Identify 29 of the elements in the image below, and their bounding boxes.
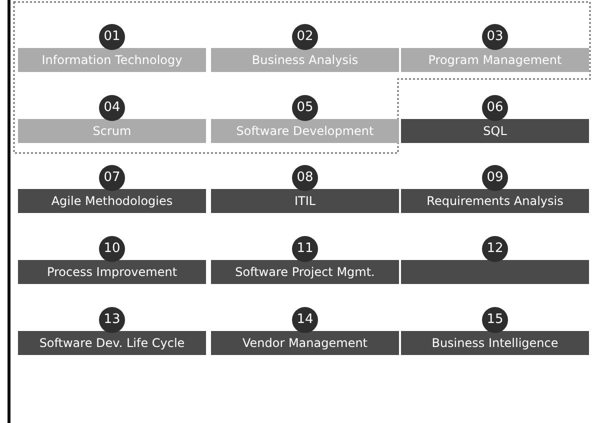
number-badge: 15 xyxy=(482,307,508,333)
number-badge: 02 xyxy=(292,24,318,50)
label-bar: Process Improvement xyxy=(18,260,206,284)
label-bar: Business Intelligence xyxy=(401,331,589,355)
label-bar: Software Project Mgmt. xyxy=(211,260,399,284)
number-badge: 06 xyxy=(482,95,508,121)
number-badge: 08 xyxy=(292,165,318,191)
number-badge: 07 xyxy=(99,165,125,191)
number-badge: 09 xyxy=(482,165,508,191)
number-badge: 14 xyxy=(292,307,318,333)
number-badge: 13 xyxy=(99,307,125,333)
label-bar: Vendor Management xyxy=(211,331,399,355)
number-badge: 03 xyxy=(482,24,508,50)
number-badge: 10 xyxy=(99,236,125,262)
label-bar: Program Management xyxy=(401,48,589,72)
number-badge: 11 xyxy=(292,236,318,262)
label-bar: Software Development xyxy=(211,119,399,143)
label-bar: SQL xyxy=(401,119,589,143)
label-bar: Business Analysis xyxy=(211,48,399,72)
label-bar: Requirements Analysis xyxy=(401,189,589,213)
label-bar: Scrum xyxy=(18,119,206,143)
number-badge: 05 xyxy=(292,95,318,121)
number-badge: 12 xyxy=(482,236,508,262)
number-badge: 01 xyxy=(99,24,125,50)
label-bar: Information Technology xyxy=(18,48,206,72)
number-badge: 04 xyxy=(99,95,125,121)
label-bar: Agile Methodologies xyxy=(18,189,206,213)
label-bar: Software Dev. Life Cycle xyxy=(18,331,206,355)
label-bar: ITIL xyxy=(211,189,399,213)
